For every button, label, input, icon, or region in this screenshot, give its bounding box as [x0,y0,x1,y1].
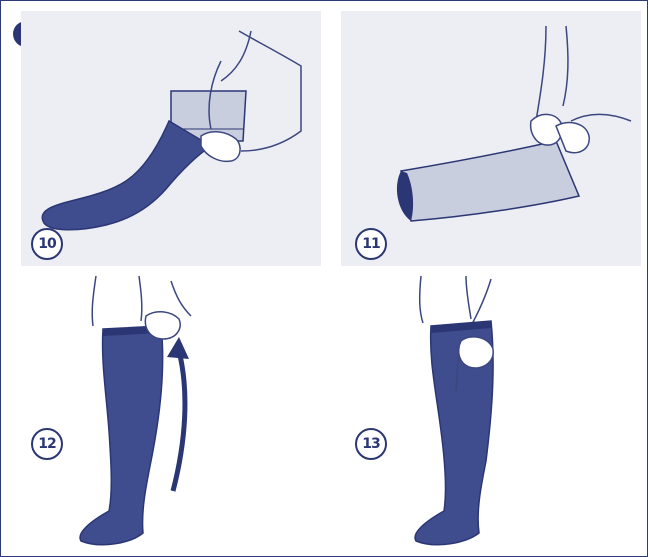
stocking-inside-out-illustration [341,11,641,266]
step-number-13: 13 [355,428,387,460]
step-number-11: 11 [355,228,387,260]
stocking-smooth-leg-illustration [341,271,641,556]
step-number-12: 12 [31,428,63,460]
step-11-panel: 11 [341,11,641,266]
stocking-fold-over-foot-illustration [21,11,321,266]
step-10-panel: 10 [21,11,321,266]
step-12-panel: 12 [21,271,321,556]
step-13-panel: 13 [341,271,641,556]
stocking-pull-up-arrow-illustration [21,271,321,556]
step-number-10: 10 [31,228,63,260]
